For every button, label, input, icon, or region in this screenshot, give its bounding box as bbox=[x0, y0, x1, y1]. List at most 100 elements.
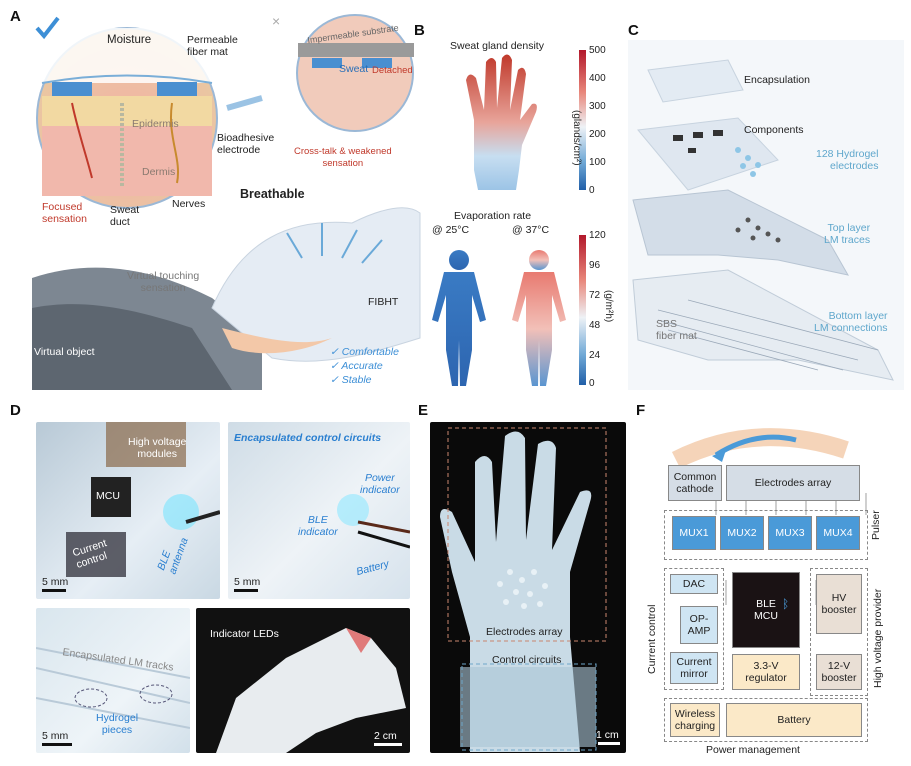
f-current-control: Current control bbox=[646, 604, 658, 674]
colorbar-density bbox=[579, 50, 586, 190]
d-ble-ind: BLE indicator bbox=[298, 514, 338, 538]
panel-b: Sweat gland density 500 400 300 200 100 … bbox=[414, 20, 624, 390]
label-detached: Detached bbox=[372, 65, 413, 76]
panel-a-illustration: × bbox=[32, 13, 421, 390]
f-power-mgmt-group bbox=[664, 698, 868, 742]
check-comfortable: ✓ Comfortable bbox=[330, 346, 399, 358]
label-sweat: Sweat bbox=[339, 63, 369, 75]
cbar2-tick-96: 96 bbox=[589, 260, 601, 271]
f-12v-booster: 12-V booster bbox=[816, 654, 862, 690]
f-current-control-group bbox=[664, 568, 724, 690]
d-mcu: MCU bbox=[96, 490, 120, 502]
glove-hand-shape bbox=[211, 207, 421, 362]
scalebar-d3 bbox=[42, 743, 72, 746]
label-permeable: Permeable fiber mat bbox=[187, 34, 238, 58]
f-dac: DAC bbox=[670, 574, 718, 594]
cbar1-tick-100: 100 bbox=[589, 157, 606, 168]
cbar2-tick-48: 48 bbox=[589, 320, 601, 331]
photo-glove-flat: Electrodes array Control circuits 1 cm bbox=[430, 422, 626, 753]
panel-f-block-diagram: Common cathode Electrodes array MUX1 MUX… bbox=[636, 420, 904, 760]
photo-lm-tracks: Encapsulated LM tracks Hydrogel pieces 5… bbox=[36, 608, 190, 753]
b-temp2: @ 37°C bbox=[512, 224, 550, 236]
label-nerves: Nerves bbox=[172, 198, 206, 210]
d-power: Power indicator bbox=[360, 472, 400, 496]
panel-c-layers bbox=[632, 59, 894, 381]
f-electrodes-array: Electrodes array bbox=[726, 465, 860, 501]
check-stable: ✓ Stable bbox=[330, 374, 372, 386]
photo-encapsulated-circuits: Encapsulated control circuits Power indi… bbox=[228, 422, 410, 599]
panel-f-label: F bbox=[636, 402, 646, 419]
e-scale: 1 cm bbox=[596, 729, 619, 741]
cbar1-tick-500: 500 bbox=[589, 45, 606, 56]
panel-a-label: A bbox=[10, 8, 21, 25]
photo-glove-worn: Indicator LEDs 2 cm bbox=[196, 608, 410, 753]
f-battery: Battery bbox=[726, 703, 862, 737]
d-hydrogel-pieces: Hydrogel pieces bbox=[96, 712, 139, 736]
f-pulser-group bbox=[664, 510, 868, 560]
b-temp1: @ 25°C bbox=[432, 224, 470, 236]
flow-arrow-icon bbox=[714, 434, 797, 458]
f-mux2: MUX2 bbox=[720, 516, 764, 550]
d-scale4: 2 cm bbox=[374, 730, 397, 742]
c-sbs: SBS fiber mat bbox=[656, 318, 697, 342]
scalebar-d4 bbox=[374, 743, 402, 746]
photo-circuit-board: High voltage modules MCU Current control… bbox=[36, 422, 220, 599]
label-virtual-object: Virtual object bbox=[34, 346, 95, 358]
f-mux3: MUX3 bbox=[768, 516, 812, 550]
f-regulator: 3.3-V regulator bbox=[732, 654, 800, 690]
cbar1-tick-200: 200 bbox=[589, 129, 606, 140]
cbar1-tick-0: 0 bbox=[589, 185, 595, 196]
label-sweat-duct: Sweat duct bbox=[110, 204, 140, 228]
e-control: Control circuits bbox=[492, 654, 562, 666]
f-current-mirror: Current mirror bbox=[670, 652, 718, 684]
panel-a: × Moisture Permeable fiber mat Impermeab… bbox=[32, 8, 422, 390]
label-virtual-touch: Virtual touching sensation bbox=[127, 270, 200, 294]
panel-c-label: C bbox=[628, 22, 639, 39]
cbar2-tick-120: 120 bbox=[589, 230, 606, 241]
f-pulser: Pulser bbox=[870, 510, 882, 540]
scalebar-d2 bbox=[234, 589, 258, 592]
f-hv-provider: High voltage provider bbox=[872, 588, 884, 688]
e-electrodes: Electrodes array bbox=[486, 626, 563, 638]
f-hv-booster: HV booster bbox=[816, 574, 862, 634]
panel-d-label: D bbox=[10, 402, 21, 419]
label-focused: Focused sensation bbox=[42, 201, 87, 225]
d-hv: High voltage modules bbox=[128, 436, 187, 460]
bluetooth-icon: ᛒ bbox=[782, 597, 790, 611]
body-37c bbox=[512, 250, 566, 386]
check-accurate: ✓ Accurate bbox=[330, 360, 383, 372]
f-wireless: Wireless charging bbox=[670, 703, 720, 737]
svg-text:×: × bbox=[272, 13, 280, 29]
c-components: Components bbox=[744, 124, 804, 136]
f-common-cathode: Common cathode bbox=[668, 465, 722, 501]
c-encapsulation: Encapsulation bbox=[744, 74, 810, 86]
panel-b-label: B bbox=[414, 22, 425, 39]
panel-b-maps bbox=[432, 50, 586, 386]
label-bioadhesive: Bioadhesive electrode bbox=[217, 132, 275, 156]
f-mux1: MUX1 bbox=[672, 516, 716, 550]
panel-c: Encapsulation Components 128 Hydrogel el… bbox=[628, 40, 904, 390]
cbar1-unit: (glands/cm²) bbox=[571, 110, 582, 166]
f-hv-group bbox=[810, 568, 868, 696]
f-power-mgmt: Power management bbox=[706, 744, 800, 756]
cbar2-tick-72: 72 bbox=[589, 290, 601, 301]
cbar2-tick-0: 0 bbox=[589, 378, 595, 389]
f-ble-mcu: BLE MCU bbox=[732, 572, 800, 648]
d-scale2: 5 mm bbox=[234, 576, 261, 588]
check-mark-icon bbox=[35, 16, 60, 40]
scalebar-e bbox=[598, 742, 620, 745]
label-fibht: FIBHT bbox=[368, 296, 399, 308]
colorbar-evaporation bbox=[579, 235, 586, 385]
c-toplayer: Top layer LM traces bbox=[824, 222, 871, 246]
cbar1-tick-400: 400 bbox=[589, 73, 606, 84]
body-25c bbox=[432, 250, 486, 386]
layer-encapsulation bbox=[647, 59, 744, 103]
f-mux4: MUX4 bbox=[816, 516, 860, 550]
d-indicator-leds: Indicator LEDs bbox=[210, 628, 279, 640]
label-breathable: Breathable bbox=[240, 187, 305, 201]
label-dermis: Dermis bbox=[142, 166, 176, 178]
cbar2-tick-24: 24 bbox=[589, 350, 601, 361]
b-title2: Evaporation rate bbox=[454, 210, 532, 222]
hand-heatmap bbox=[466, 54, 537, 190]
scalebar-d1 bbox=[42, 589, 66, 592]
